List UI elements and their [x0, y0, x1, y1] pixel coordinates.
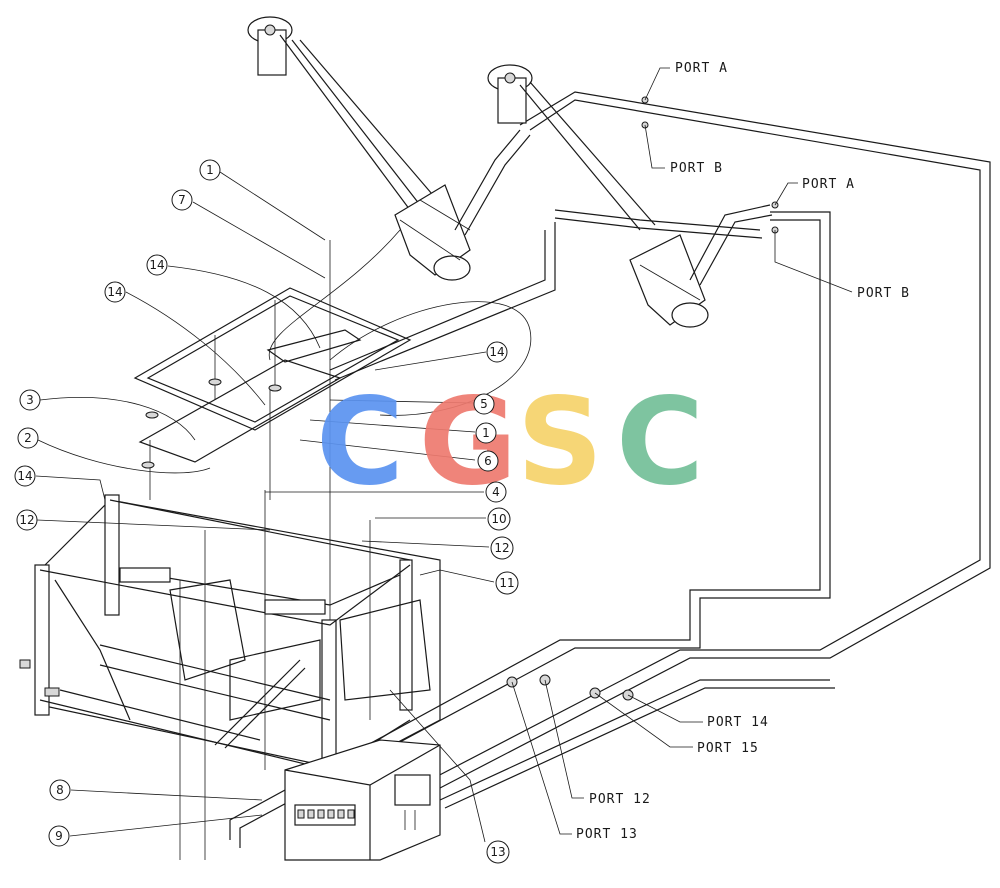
svg-text:11: 11: [499, 576, 514, 590]
svg-text:9: 9: [55, 829, 63, 843]
cgsc-watermark: C G S C: [316, 374, 704, 513]
port-label-a-right: PORT A: [802, 177, 855, 192]
svg-text:14: 14: [107, 285, 122, 299]
svg-text:12: 12: [494, 541, 509, 555]
callout-6: 6: [477, 450, 499, 472]
port-label-12: PORT 12: [589, 792, 651, 807]
callout-1-top: 1: [199, 159, 221, 181]
svg-text:12: 12: [19, 513, 34, 527]
frame-assembly: [19, 490, 441, 860]
svg-text:8: 8: [56, 783, 64, 797]
port-label-14: PORT 14: [707, 715, 769, 730]
control-box: [284, 739, 441, 861]
callout-9: 9: [48, 825, 70, 847]
svg-text:1: 1: [482, 426, 490, 440]
upper-middle-boom: [487, 64, 773, 328]
svg-text:3: 3: [26, 393, 34, 407]
svg-text:14: 14: [149, 258, 164, 272]
port-label-b-top: PORT B: [670, 161, 723, 176]
port-labels: PORT A PORT B PORT A PORT B PORT 14 PORT…: [511, 61, 910, 842]
callout-11: 11: [495, 571, 519, 595]
upper-left-boom: [247, 16, 531, 281]
svg-text:10: 10: [491, 512, 506, 526]
svg-text:14: 14: [17, 469, 32, 483]
port-label-15: PORT 15: [697, 741, 759, 756]
svg-text:2: 2: [24, 431, 32, 445]
callouts: 1 7 14 14 3 2 14 12: [14, 159, 519, 864]
svg-text:14: 14: [489, 345, 504, 359]
control-box-terminals: [297, 809, 355, 819]
port-label-a-top: PORT A: [675, 61, 728, 76]
exploded-plates: [133, 240, 412, 620]
callout-13: 13: [486, 840, 510, 864]
svg-text:1: 1: [206, 163, 214, 177]
callout-4: 4: [485, 481, 507, 503]
callout-12-left: 12: [16, 509, 38, 531]
callout-7: 7: [171, 189, 193, 211]
svg-text:13: 13: [490, 845, 505, 859]
callout-10: 10: [487, 507, 511, 531]
callout-14-a: 14: [146, 254, 168, 276]
callout-5: 5: [473, 393, 495, 415]
callout-14-right: 14: [486, 341, 508, 363]
callout-8: 8: [49, 779, 71, 801]
callout-leaders: [35, 171, 495, 843]
callout-1-mid: 1: [475, 422, 497, 444]
watermark-letter-s: S: [517, 374, 603, 513]
callout-14-c: 14: [14, 465, 36, 487]
watermark-letter-c2: C: [616, 374, 704, 513]
port-label-13: PORT 13: [576, 827, 638, 842]
port-label-b-right: PORT B: [857, 286, 910, 301]
callout-12-right: 12: [490, 536, 514, 560]
svg-text:4: 4: [492, 485, 500, 499]
callout-14-b: 14: [104, 281, 126, 303]
callout-3: 3: [19, 389, 41, 411]
svg-text:7: 7: [178, 193, 186, 207]
callout-2: 2: [17, 427, 39, 449]
watermark-letter-c1: C: [316, 374, 404, 513]
svg-text:5: 5: [480, 397, 488, 411]
svg-text:6: 6: [484, 454, 492, 468]
